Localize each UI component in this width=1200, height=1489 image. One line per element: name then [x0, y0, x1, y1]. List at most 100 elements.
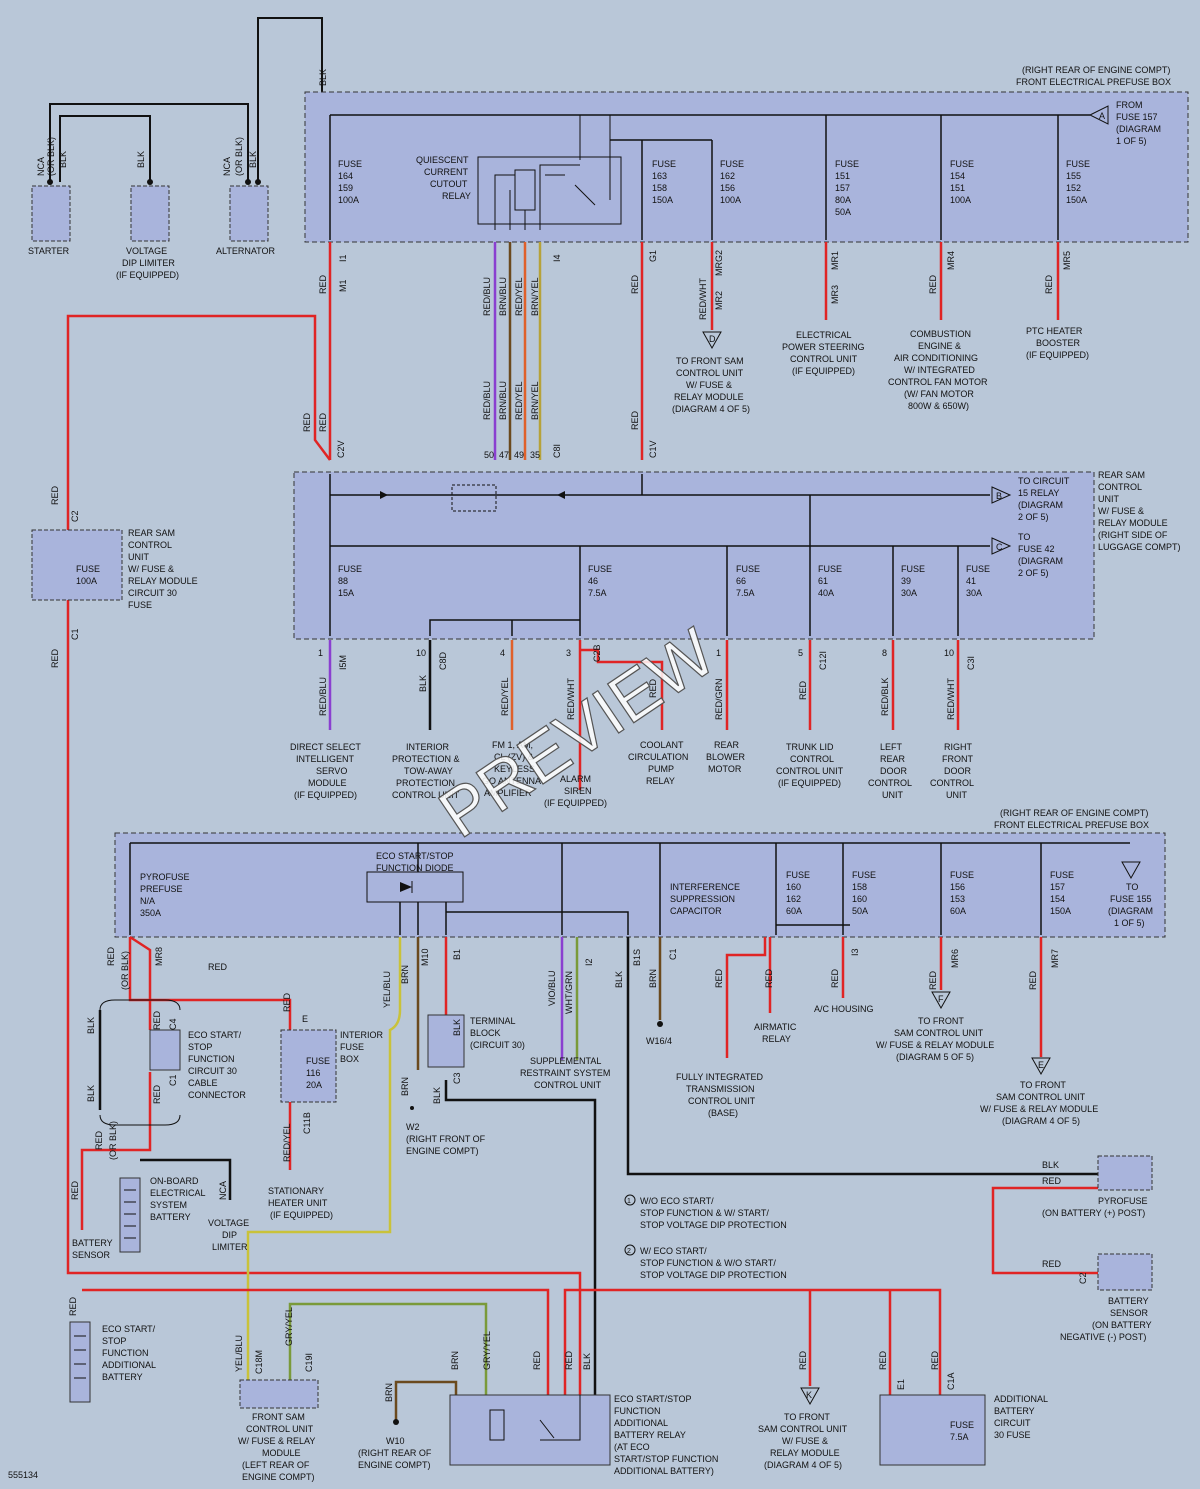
pin-mr2: MR2	[714, 291, 724, 310]
svg-text:TO: TO	[1126, 882, 1138, 892]
svg-text:CIRCULATION: CIRCULATION	[628, 752, 688, 762]
top-red-wires	[328, 242, 1060, 460]
svg-text:FUNCTION: FUNCTION	[614, 1406, 661, 1416]
from-fuse-connector	[1088, 105, 1109, 125]
svg-text:STOP: STOP	[102, 1336, 126, 1346]
svg-text:FUSE: FUSE	[340, 1042, 364, 1052]
svg-text:60A: 60A	[950, 906, 966, 916]
svg-text:MR8: MR8	[154, 947, 164, 966]
svg-text:STOP VOLTAGE DIP PROTECTION: STOP VOLTAGE DIP PROTECTION	[640, 1220, 787, 1230]
alt-pin-orblk: (OR BLK)	[234, 137, 244, 176]
svg-text:M10: M10	[420, 948, 430, 966]
svg-text:ELECTRICAL: ELECTRICAL	[150, 1188, 206, 1198]
svg-text:(DIAGRAM: (DIAGRAM	[1108, 906, 1153, 916]
svg-text:150A: 150A	[1066, 195, 1087, 205]
svg-text:CONTROL UNIT: CONTROL UNIT	[776, 766, 844, 776]
svg-text:CONTROL: CONTROL	[128, 540, 172, 550]
svg-text:RED: RED	[94, 1130, 104, 1150]
svg-text:RELAY MODULE: RELAY MODULE	[770, 1448, 840, 1458]
pin-i4: I4	[552, 254, 562, 262]
starter-box	[31, 185, 71, 242]
svg-text:FRONT: FRONT	[942, 754, 973, 764]
svg-text:160: 160	[852, 894, 867, 904]
svg-text:SENSOR: SENSOR	[1110, 1308, 1149, 1318]
vdl-label-1: VOLTAGE	[126, 246, 167, 256]
svg-text:SENSOR: SENSOR	[72, 1250, 111, 1260]
svg-text:I5M: I5M	[338, 655, 348, 670]
legend-1: 1 W/O ECO START/STOP FUNCTION & W/ START…	[624, 1194, 787, 1230]
svg-text:15A: 15A	[338, 588, 354, 598]
svg-text:MR6: MR6	[950, 949, 960, 968]
svg-text:CONTROL UNIT: CONTROL UNIT	[392, 790, 460, 800]
svg-text:W/ FUSE &: W/ FUSE &	[1098, 506, 1144, 516]
svg-text:LIMITER: LIMITER	[212, 1242, 248, 1252]
svg-text:FUSE: FUSE	[128, 600, 152, 610]
svg-text:CONTROL: CONTROL	[1098, 482, 1142, 492]
svg-text:RED: RED	[648, 678, 658, 698]
svg-text:7.5A: 7.5A	[736, 588, 755, 598]
svg-text:C2B: C2B	[592, 644, 602, 662]
svg-text:FUSE: FUSE	[1066, 159, 1090, 169]
wire-label-red-c2v: RED	[318, 412, 328, 432]
svg-text:CAPACITOR: CAPACITOR	[670, 906, 722, 916]
top-fuse-2: FUSE 163 158 150A	[652, 159, 676, 205]
svg-text:D: D	[709, 334, 716, 344]
svg-text:TERMINAL: TERMINAL	[470, 1016, 516, 1026]
alt-pin-blk: BLK	[248, 151, 258, 168]
svg-text:BLOWER: BLOWER	[706, 752, 746, 762]
svg-text:164: 164	[338, 171, 353, 181]
svg-text:(ON BATTERY (+) POST): (ON BATTERY (+) POST)	[1042, 1208, 1145, 1218]
svg-text:PROTECTION &: PROTECTION &	[392, 754, 460, 764]
svg-text:ADDITIONAL: ADDITIONAL	[614, 1418, 668, 1428]
connector-f	[931, 991, 951, 1010]
bottom-prefuse-box	[114, 832, 1166, 938]
top-box-title-2: FRONT ELECTRICAL PREFUSE BOX	[1016, 77, 1171, 87]
relay-label-2: CURRENT	[424, 167, 469, 177]
svg-text:BRN: BRN	[648, 969, 658, 988]
svg-text:ADDITIONAL: ADDITIONAL	[994, 1394, 1048, 1404]
svg-text:C3I: C3I	[966, 656, 976, 670]
svg-text:100A: 100A	[950, 195, 971, 205]
svg-text:CIRCUIT 30: CIRCUIT 30	[188, 1066, 237, 1076]
svg-text:ECO START/: ECO START/	[188, 1030, 242, 1040]
svg-text:AIRMATIC: AIRMATIC	[754, 1022, 797, 1032]
top-box-title-1: (RIGHT REAR OF ENGINE COMPT)	[1022, 65, 1170, 75]
svg-text:FUNCTION: FUNCTION	[102, 1348, 149, 1358]
mid-output-wires	[328, 640, 960, 790]
svg-text:SUPPRESSION: SUPPRESSION	[670, 894, 735, 904]
svg-text:PTC HEATER: PTC HEATER	[1026, 326, 1083, 336]
top-destination-d: TO FRONT SAM CONTROL UNIT W/ FUSE & RELA…	[672, 356, 750, 414]
svg-text:W/ FUSE &: W/ FUSE &	[128, 564, 174, 574]
svg-text:ENGINE &: ENGINE &	[918, 341, 961, 351]
svg-text:BLK: BLK	[418, 675, 428, 692]
svg-text:C8D: C8D	[438, 651, 448, 670]
svg-text:CONTROL: CONTROL	[790, 754, 834, 764]
c30-fuse-val: 100A	[76, 576, 97, 586]
svg-text:SERVO: SERVO	[316, 766, 347, 776]
svg-text:CL (ZV) &: CL (ZV) &	[494, 752, 534, 762]
c30-wire-bot: RED	[50, 648, 60, 668]
c30-label: REAR SAM CONTROL UNIT W/ FUSE & RELAY MO…	[128, 528, 198, 610]
svg-text:TO FRONT: TO FRONT	[784, 1412, 830, 1422]
svg-text:FUSE: FUSE	[966, 564, 990, 574]
svg-text:(IF EQUIPPED): (IF EQUIPPED)	[294, 790, 357, 800]
svg-text:60A: 60A	[786, 906, 802, 916]
pin-g1: G1	[648, 250, 658, 262]
add-relay-box	[449, 1394, 611, 1466]
svg-text:NCA: NCA	[218, 1181, 228, 1200]
svg-text:TRANSMISSION: TRANSMISSION	[686, 1084, 755, 1094]
svg-text:C18M: C18M	[254, 1350, 264, 1374]
svg-text:RED: RED	[282, 992, 292, 1012]
svg-text:(IF EQUIPPED): (IF EQUIPPED)	[270, 1210, 333, 1220]
